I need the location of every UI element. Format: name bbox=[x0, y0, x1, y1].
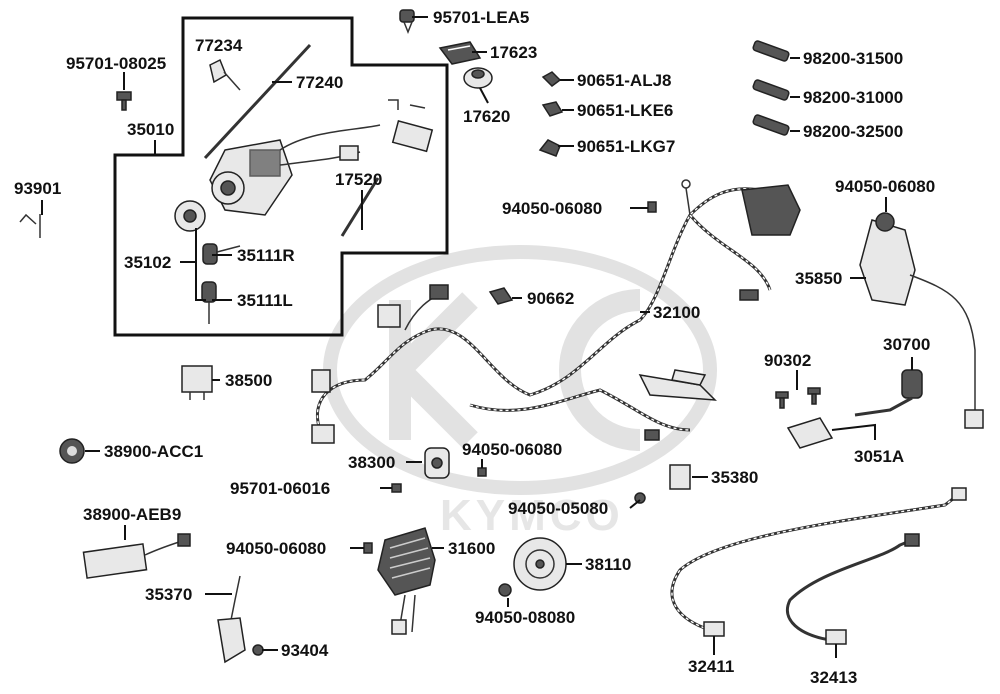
label-38110: 38110 bbox=[585, 555, 631, 574]
part-35102 bbox=[174, 200, 206, 232]
part-31600-regulator bbox=[377, 527, 436, 635]
label-17623: 17623 bbox=[490, 43, 537, 62]
part-95701-LEA5 bbox=[399, 9, 415, 35]
label-32100: 32100 bbox=[653, 303, 700, 322]
part-35370 bbox=[217, 575, 246, 664]
part-32100-wire-harness bbox=[311, 179, 772, 444]
label-17620: 17620 bbox=[463, 107, 510, 126]
part-94050-06080-c bbox=[477, 467, 487, 477]
label-95701-06016: 95701-06016 bbox=[230, 479, 330, 498]
label-93901: 93901 bbox=[14, 179, 61, 198]
part-93901 bbox=[19, 213, 41, 238]
part-35850-ignition-coil bbox=[859, 212, 984, 429]
label-90651-ALJ8: 90651-ALJ8 bbox=[577, 71, 672, 90]
part-95701-08025 bbox=[116, 91, 132, 111]
label-95701-LEA5: 95701-LEA5 bbox=[433, 8, 529, 27]
part-94050-08080 bbox=[498, 583, 512, 597]
label-38500: 38500 bbox=[225, 371, 272, 390]
label-94050-06080-d: 94050-06080 bbox=[226, 539, 326, 558]
label-31600: 31600 bbox=[448, 539, 495, 558]
part-38300 bbox=[424, 447, 450, 479]
part-35010-ignition-switch bbox=[209, 99, 434, 216]
label-17520: 17520 bbox=[335, 170, 382, 189]
ignition-group-outline bbox=[113, 16, 449, 337]
label-94050-06080-c: 94050-06080 bbox=[462, 440, 562, 459]
part-17623 bbox=[438, 41, 482, 65]
part-38900-AEB9 bbox=[82, 533, 191, 579]
label-35111R: 35111R bbox=[237, 246, 295, 265]
label-35010: 35010 bbox=[127, 120, 174, 139]
part-93404 bbox=[252, 644, 264, 656]
part-32411-battery-cable bbox=[670, 487, 967, 637]
label-95701-08025: 95701-08025 bbox=[66, 54, 166, 73]
label-32411: 32411 bbox=[688, 657, 734, 676]
part-3051A bbox=[786, 417, 834, 449]
label-77234: 77234 bbox=[195, 36, 243, 55]
label-38900-ACC1: 38900-ACC1 bbox=[104, 442, 203, 461]
label-77240: 77240 bbox=[296, 73, 343, 92]
label-35111L: 35111L bbox=[237, 291, 293, 310]
label-98200-32500: 98200-32500 bbox=[803, 122, 903, 141]
part-94050-05080 bbox=[634, 492, 646, 504]
label-90651-LKG7: 90651-LKG7 bbox=[577, 137, 675, 156]
label-90302: 90302 bbox=[764, 351, 811, 370]
part-90662 bbox=[488, 287, 514, 305]
part-harness-boot bbox=[741, 184, 801, 236]
part-labels: 95701-LEA5 17623 17620 90651-ALJ8 90651-… bbox=[14, 8, 935, 687]
label-3051A: 3051A bbox=[854, 447, 904, 466]
watermark-brand: KYMCO bbox=[440, 491, 624, 540]
part-38900-ACC1 bbox=[59, 438, 85, 464]
part-30700-plug-cap bbox=[854, 369, 923, 417]
part-77234 bbox=[209, 58, 241, 91]
kymco-watermark: KYMCO bbox=[323, 245, 717, 540]
part-17520 bbox=[340, 177, 380, 237]
label-38300: 38300 bbox=[348, 453, 395, 472]
part-35111L-key bbox=[201, 281, 217, 324]
label-35850: 35850 bbox=[795, 269, 842, 288]
label-98200-31500: 98200-31500 bbox=[803, 49, 903, 68]
part-90651-ALJ8 bbox=[541, 71, 562, 87]
label-98200-31000: 98200-31000 bbox=[803, 88, 903, 107]
label-35370: 35370 bbox=[145, 585, 192, 604]
part-94050-06080-d bbox=[363, 542, 373, 554]
label-94050-06080-b: 94050-06080 bbox=[835, 177, 935, 196]
label-35380: 35380 bbox=[711, 468, 758, 487]
label-35102: 35102 bbox=[124, 253, 171, 272]
part-90651-LKG7 bbox=[538, 139, 561, 157]
part-90302 bbox=[775, 387, 821, 409]
part-98200-31500 bbox=[752, 40, 790, 62]
part-17620 bbox=[463, 67, 493, 89]
part-77240 bbox=[203, 43, 312, 160]
label-32413: 32413 bbox=[810, 668, 857, 687]
part-94050-06080-a bbox=[647, 201, 657, 213]
part-98200-32500 bbox=[752, 114, 790, 136]
label-94050-08080: 94050-08080 bbox=[475, 608, 575, 627]
label-90662: 90662 bbox=[527, 289, 574, 308]
part-90651-LKE6 bbox=[541, 101, 564, 117]
label-30700: 30700 bbox=[883, 335, 930, 354]
part-38110-horn bbox=[513, 537, 567, 591]
part-95701-06016 bbox=[391, 483, 402, 493]
leader-lines bbox=[41, 16, 913, 658]
label-90651-LKE6: 90651-LKE6 bbox=[577, 101, 673, 120]
label-93404: 93404 bbox=[281, 641, 329, 660]
label-94050-06080-a: 94050-06080 bbox=[502, 199, 602, 218]
part-32413-battery-cable bbox=[786, 533, 920, 645]
part-38500-relay bbox=[181, 365, 213, 400]
part-98200-31000 bbox=[752, 79, 790, 101]
label-94050-05080: 94050-05080 bbox=[508, 499, 608, 518]
part-35380 bbox=[669, 464, 691, 490]
label-38900-AEB9: 38900-AEB9 bbox=[83, 505, 181, 524]
